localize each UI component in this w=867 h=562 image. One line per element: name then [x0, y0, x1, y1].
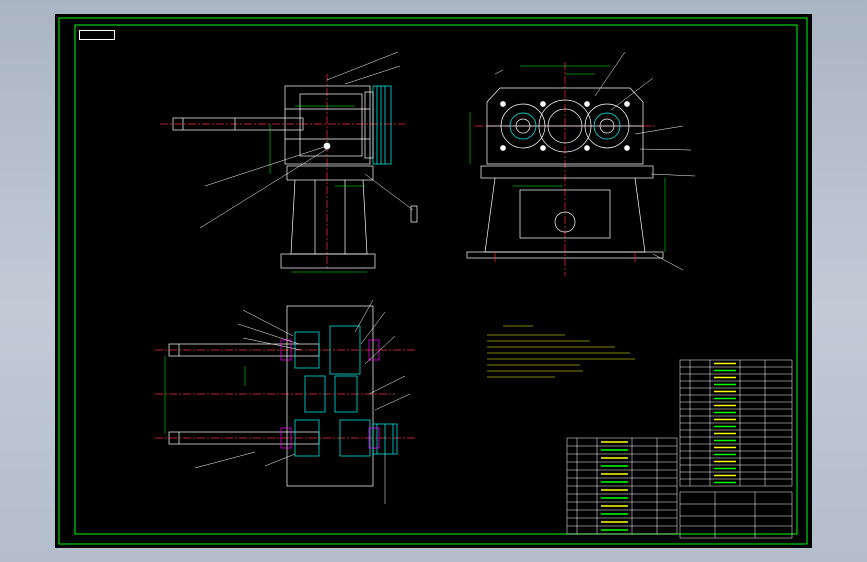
sheet-stamp: [79, 30, 115, 40]
parts-list-right: [679, 359, 793, 487]
front-view: [466, 51, 696, 276]
bearing-right: [584, 103, 630, 149]
bearing-left: [500, 103, 546, 149]
top-section-view: [155, 299, 415, 504]
cad-drawing-sheet: [58, 17, 808, 545]
parts-list-left: [566, 437, 678, 535]
sheet-outer-border: [58, 17, 808, 545]
cad-viewport[interactable]: [55, 14, 812, 548]
side-view: [160, 51, 418, 273]
title-block: [679, 491, 793, 539]
sheet-inner-border: [74, 24, 798, 535]
bearing-center: [538, 99, 592, 153]
technical-notes: [487, 325, 635, 378]
